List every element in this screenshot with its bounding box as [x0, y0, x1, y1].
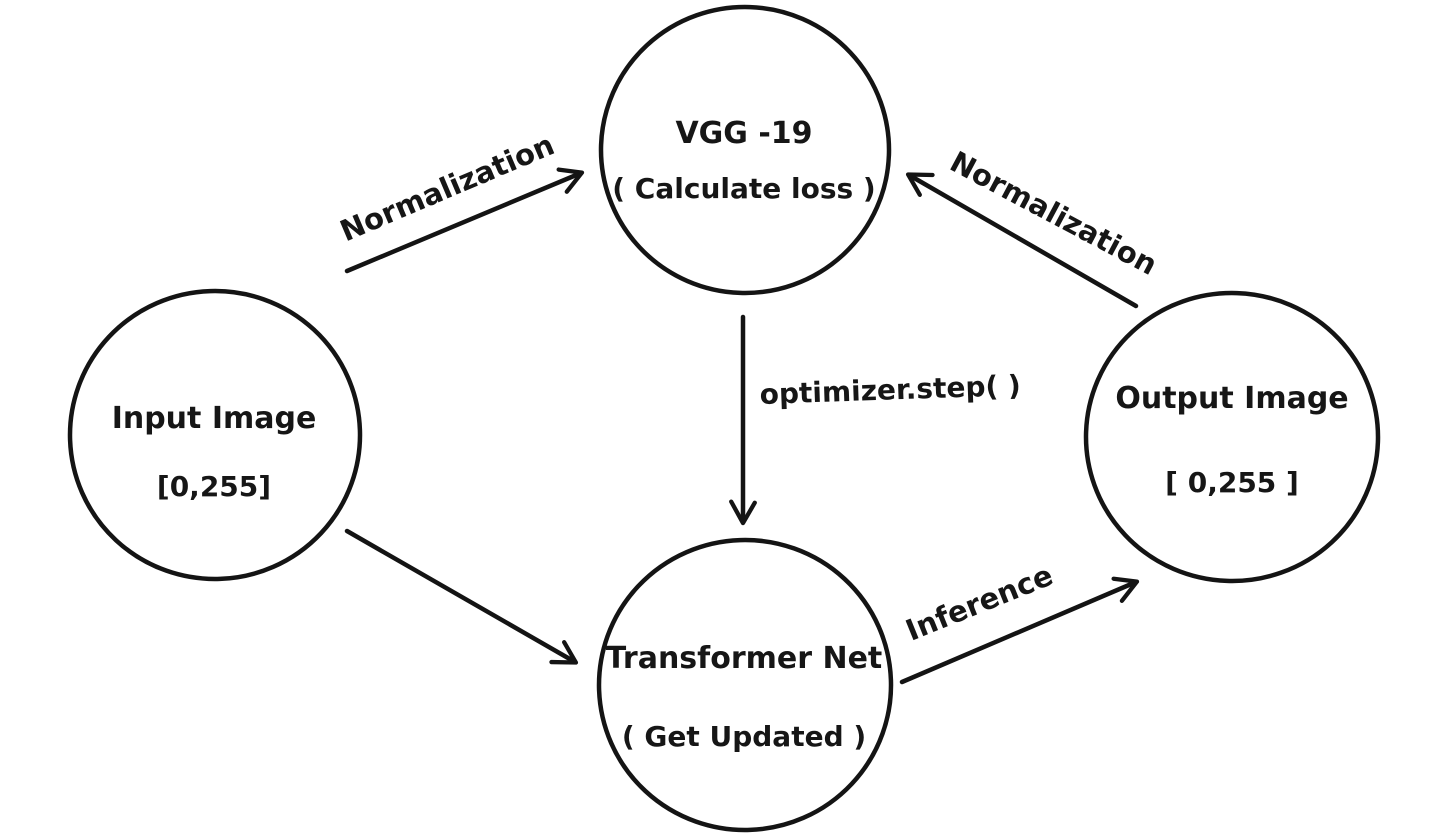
node-vgg19-sublabel: ( Calculate loss ) [612, 172, 875, 205]
edge-input-to-transformer-line [344, 528, 579, 665]
edge-input-to-vgg-line [344, 167, 585, 274]
node-input-image-circle [67, 288, 363, 582]
edge-input-to-transformer [344, 528, 579, 665]
node-input-image-label: Input Image [112, 401, 317, 436]
node-output-image-range: [ 0,255 ] [1165, 466, 1299, 499]
node-transformer-net-sublabel: ( Get Updated ) [622, 720, 866, 753]
edge-label-optimizer-step: optimizer.step( ) [759, 369, 1021, 411]
node-transformer-net-circle [596, 537, 894, 833]
node-output-image-label: Output Image [1115, 381, 1348, 416]
edge-output-to-vgg: Normalization [905, 144, 1163, 309]
edge-input-to-vgg: Normalization [335, 127, 585, 274]
edge-label-inference: Inference [901, 558, 1058, 648]
node-vgg19: VGG -19 ( Calculate loss ) [598, 4, 892, 296]
edge-transformer-to-output-line [899, 576, 1140, 685]
node-transformer-net: Transformer Net ( Get Updated ) [596, 537, 894, 833]
node-input-image-range: [0,255] [157, 470, 271, 503]
node-output-image: Output Image [ 0,255 ] [1083, 290, 1381, 584]
node-vgg19-circle [598, 4, 892, 296]
node-vgg19-label: VGG -19 [675, 116, 812, 151]
node-transformer-net-label: Transformer Net [606, 641, 883, 676]
edge-output-to-vgg-line [905, 172, 1139, 309]
edge-transformer-to-output: Inference [899, 558, 1140, 685]
edge-vgg-to-transformer: optimizer.step( ) [729, 314, 1021, 526]
node-output-image-circle [1083, 290, 1381, 584]
node-input-image: Input Image [0,255] [67, 288, 363, 582]
